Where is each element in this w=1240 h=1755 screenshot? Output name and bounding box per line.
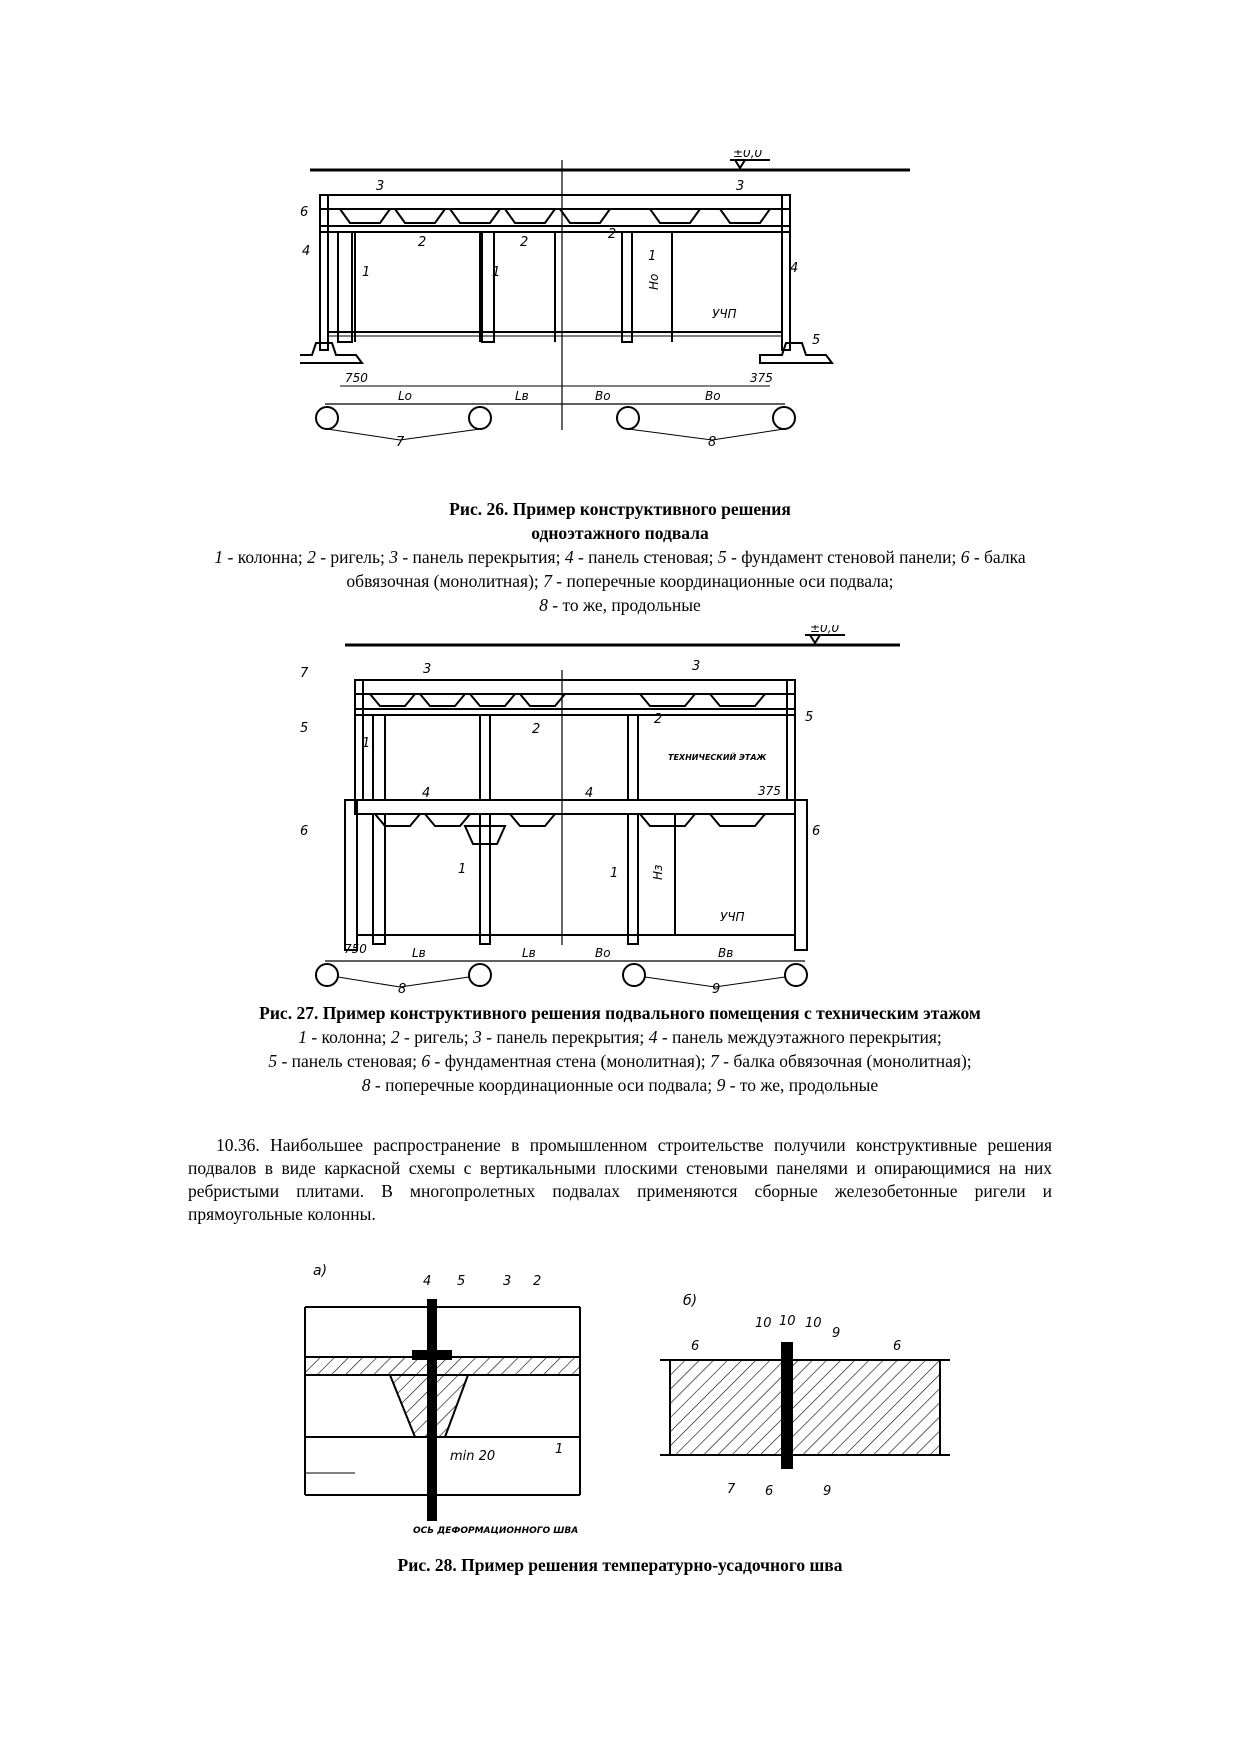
fig27-dim-left: 750 — [344, 942, 367, 956]
fig27-legend: 1 - колонна; 2 - ригель; 3 - панель пере… — [268, 1027, 972, 1095]
span-b2: Bо — [705, 389, 721, 403]
dim-left: 750 — [345, 371, 368, 385]
fig27-height: Hз — [651, 865, 665, 880]
fig27-floor: УЧП — [720, 910, 745, 924]
figure-26-caption: Рис. 26. Пример конструктивного решения … — [180, 497, 1060, 617]
svg-text:5: 5 — [300, 721, 308, 736]
label-2a: 2 — [418, 235, 426, 250]
fig26-legend: 1 - колонна; 2 - ригель; 3 - панель пере… — [214, 547, 1026, 615]
svg-text:3: 3 — [503, 1274, 511, 1289]
label-5b: 5 — [812, 333, 820, 348]
svg-text:10: 10 — [805, 1316, 822, 1331]
label-1a: 1 — [362, 265, 370, 280]
fig27-span-b1: Bо — [595, 946, 611, 960]
floor-mark: УЧП — [712, 307, 737, 321]
svg-text:6: 6 — [893, 1339, 901, 1354]
svg-text:2: 2 — [654, 712, 662, 727]
svg-text:2: 2 — [533, 1274, 541, 1289]
part-b-label: б) — [683, 1293, 697, 1309]
fig27-span-b2: Bв — [718, 946, 733, 960]
svg-text:6: 6 — [812, 824, 820, 839]
span-l1: Lо — [398, 389, 412, 403]
svg-text:3: 3 — [423, 662, 431, 677]
svg-text:6: 6 — [300, 824, 308, 839]
label-4b: 4 — [790, 261, 798, 276]
fig27-title: Рис. 27. Пример конструктивного решения … — [259, 1003, 981, 1023]
dim-right: 375 — [750, 371, 773, 385]
label-2b: 2 — [520, 235, 528, 250]
svg-text:9: 9 — [712, 982, 720, 995]
part-a-label: а) — [313, 1263, 327, 1279]
figure-28-drawing: а) min 20 ОСЬ ДЕФОРМАЦИОННОГО ШВА 4 5 3 … — [295, 1255, 975, 1535]
level-mark-top: ±0,0 — [733, 150, 763, 160]
fig27-dim-right: 375 — [758, 784, 781, 798]
svg-text:4: 4 — [585, 786, 593, 801]
paragraph-10-36: 10.36. Наибольшее распространение в пром… — [188, 1135, 1052, 1224]
svg-text:8: 8 — [398, 982, 406, 995]
label-4a: 4 — [302, 244, 310, 259]
figure-27-caption: Рис. 27. Пример конструктивного решения … — [180, 1001, 1060, 1097]
svg-text:1: 1 — [555, 1442, 563, 1457]
axis-label: ОСЬ ДЕФОРМАЦИОННОГО ШВА — [413, 1526, 578, 1535]
svg-text:3: 3 — [692, 659, 700, 674]
min-label: min 20 — [450, 1449, 495, 1464]
label-8: 8 — [708, 435, 716, 450]
label-6: 6 — [300, 205, 308, 220]
fig28-title: Рис. 28. Пример решения температурно-уса… — [397, 1555, 843, 1575]
figure-28-caption: Рис. 28. Пример решения температурно-уса… — [180, 1553, 1060, 1577]
figure-27-drawing: ±0,0 ТЕХНИЧЕСКИЙ ЭТАЖ Hз УЧП 750 375 Lв … — [300, 625, 940, 995]
label-1c: 1 — [648, 249, 656, 264]
svg-text:6: 6 — [691, 1339, 699, 1354]
label-3b: 3 — [736, 179, 744, 194]
fig27-span-l2: Lв — [522, 946, 536, 960]
fig26-title-2: одноэтажного подвала — [531, 523, 709, 543]
svg-text:1: 1 — [362, 736, 370, 751]
span-l2: Lв — [515, 389, 529, 403]
svg-text:6: 6 — [765, 1484, 773, 1499]
label-2c: 2 — [608, 227, 616, 242]
svg-text:9: 9 — [832, 1326, 840, 1341]
span-b1: Bо — [595, 389, 611, 403]
svg-text:5: 5 — [805, 710, 813, 725]
svg-text:10: 10 — [755, 1316, 772, 1331]
svg-text:4: 4 — [422, 786, 430, 801]
fig27-span-l1: Lв — [412, 946, 426, 960]
svg-text:2: 2 — [532, 722, 540, 737]
label-7: 7 — [396, 435, 405, 450]
svg-text:10: 10 — [779, 1314, 796, 1329]
svg-text:4: 4 — [423, 1274, 431, 1289]
label-1b: 1 — [492, 265, 500, 280]
fig26-title-1: Рис. 26. Пример конструктивного решения — [449, 499, 791, 519]
svg-text:1: 1 — [458, 862, 466, 877]
svg-text:1: 1 — [610, 866, 618, 881]
height-mark: Hо — [647, 274, 661, 290]
figure-26-drawing: ±0,0 750 375 Lо Lв Bо Bо Hо УЧП 3 3 6 4 … — [300, 150, 940, 495]
fig27-level-top: ±0,0 — [810, 625, 840, 635]
svg-text:7: 7 — [300, 666, 309, 681]
label-3a: 3 — [376, 179, 384, 194]
tech-floor-label: ТЕХНИЧЕСКИЙ ЭТАЖ — [668, 751, 767, 762]
svg-text:7: 7 — [727, 1482, 736, 1497]
svg-text:9: 9 — [823, 1484, 831, 1499]
svg-text:5: 5 — [457, 1274, 465, 1289]
